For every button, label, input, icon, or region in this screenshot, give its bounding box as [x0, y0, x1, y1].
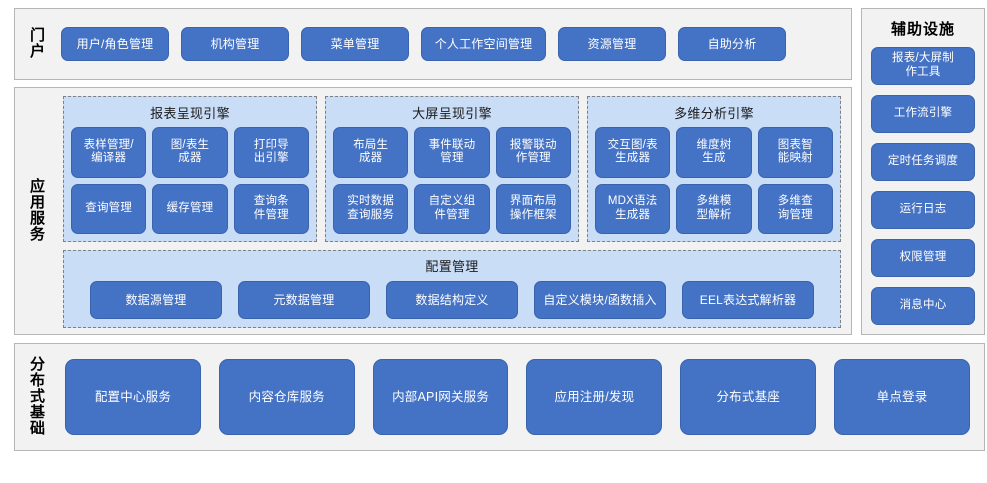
distributed-item-distributed-base[interactable]: 分布式基座	[680, 359, 817, 435]
config-item-custom-module-function-insertion[interactable]: 自定义模块/函数插入	[534, 281, 666, 319]
engine-item-query-condition-management[interactable]: 查询条 件管理	[233, 183, 309, 234]
application-service-band-label-text: 应用服务	[29, 178, 46, 243]
engine-item-dimension-tree-generation[interactable]: 维度树 生成	[676, 127, 752, 178]
aux-item-report-bigscreen-authoring-tool[interactable]: 报表/大屏制 作工具	[871, 47, 975, 85]
aux-item-scheduled-task-scheduling[interactable]: 定时任务调度	[871, 143, 975, 181]
application-service-band-label: 应用服务	[15, 88, 61, 334]
left-column: 门户 用户/角色管理 机构管理 菜单管理 个人工作空间管理 资源管理 自助分析 …	[14, 8, 852, 335]
engine-panel-bigscreen-rendering: 大屏呈现引擎 布局生 成器 事件联动 管理 报警联动 作管理 实时数据 查询服务…	[325, 96, 579, 242]
portal-button-org-management[interactable]: 机构管理	[181, 27, 289, 61]
engine-grid-multidimensional-analysis: 交互图/表 生成器 维度树 生成 图表智 能映射 MDX语法 生成器 多维模 型…	[595, 127, 833, 234]
distributed-item-single-sign-on[interactable]: 单点登录	[834, 359, 970, 435]
distributed-item-config-center-service[interactable]: 配置中心服务	[65, 359, 201, 435]
engine-item-print-export-engine[interactable]: 打印导 出引擎	[233, 127, 309, 178]
engine-item-query-management[interactable]: 查询管理	[71, 183, 147, 234]
engine-title-multidimensional-analysis: 多维分析引擎	[674, 106, 754, 121]
config-item-datasource-management[interactable]: 数据源管理	[90, 281, 222, 319]
engine-item-event-linkage-management[interactable]: 事件联动 管理	[414, 127, 490, 178]
config-item-data-structure-definition[interactable]: 数据结构定义	[386, 281, 518, 319]
portal-button-personal-workspace-management[interactable]: 个人工作空间管理	[421, 27, 546, 61]
auxiliary-facilities-panel: 辅助设施 报表/大屏制 作工具 工作流引擎 定时任务调度 运行日志 权限管理 消…	[861, 8, 985, 335]
engine-item-ui-layout-operation-framework[interactable]: 界面布局 操作框架	[495, 183, 571, 234]
engine-item-interactive-chart-table-generator[interactable]: 交互图/表 生成器	[595, 127, 671, 178]
application-service-body: 报表呈现引擎 表样管理/ 编译器 图/表生 成器 打印导 出引擎 查询管理 缓存…	[61, 88, 851, 334]
portal-band-label-text: 门户	[29, 27, 46, 60]
engine-grid-report-rendering: 表样管理/ 编译器 图/表生 成器 打印导 出引擎 查询管理 缓存管理 查询条 …	[71, 127, 309, 234]
engine-item-alarm-linkage-action-management[interactable]: 报警联动 作管理	[495, 127, 571, 178]
engine-panel-report-rendering: 报表呈现引擎 表样管理/ 编译器 图/表生 成器 打印导 出引擎 查询管理 缓存…	[63, 96, 317, 242]
auxiliary-facilities-title: 辅助设施	[890, 21, 955, 38]
portal-button-self-service-analysis[interactable]: 自助分析	[678, 27, 786, 61]
portal-button-user-role-management[interactable]: 用户/角色管理	[61, 27, 169, 61]
distributed-item-app-registration-discovery[interactable]: 应用注册/发现	[526, 359, 663, 435]
distributed-foundation-band-label-text: 分布式基础	[29, 356, 46, 437]
portal-section: 门户 用户/角色管理 机构管理 菜单管理 个人工作空间管理 资源管理 自助分析	[14, 8, 852, 80]
config-management-items: 数据源管理 元数据管理 数据结构定义 自定义模块/函数插入 EEL表达式解析器	[72, 281, 832, 319]
engine-item-template-management-compiler[interactable]: 表样管理/ 编译器	[71, 127, 147, 178]
aux-item-permission-management[interactable]: 权限管理	[871, 239, 975, 277]
engine-panel-multidimensional-analysis: 多维分析引擎 交互图/表 生成器 维度树 生成 图表智 能映射 MDX语法 生成…	[587, 96, 841, 242]
config-item-eel-expression-parser[interactable]: EEL表达式解析器	[682, 281, 814, 319]
engine-grid-bigscreen-rendering: 布局生 成器 事件联动 管理 报警联动 作管理 实时数据 查询服务 自定义组 件…	[333, 127, 571, 234]
distributed-foundation-band-label: 分布式基础	[15, 344, 61, 450]
distributed-item-content-repository-service[interactable]: 内容仓库服务	[218, 359, 355, 435]
config-management-panel: 配置管理 数据源管理 元数据管理 数据结构定义 自定义模块/函数插入 EEL表达…	[63, 250, 841, 328]
aux-item-runtime-log[interactable]: 运行日志	[871, 191, 975, 229]
distributed-item-internal-api-gateway-service[interactable]: 内部API网关服务	[372, 359, 509, 435]
engine-item-mdx-syntax-generator[interactable]: MDX语法 生成器	[595, 183, 671, 234]
engine-item-multidimensional-query-management[interactable]: 多维查 询管理	[757, 183, 833, 234]
engine-item-layout-generator[interactable]: 布局生 成器	[333, 127, 409, 178]
aux-item-workflow-engine[interactable]: 工作流引擎	[871, 95, 975, 133]
config-item-metadata-management[interactable]: 元数据管理	[238, 281, 370, 319]
portal-button-menu-management[interactable]: 菜单管理	[301, 27, 409, 61]
engine-item-chart-table-generator[interactable]: 图/表生 成器	[152, 127, 228, 178]
engine-item-chart-intelligent-mapping[interactable]: 图表智 能映射	[757, 127, 833, 178]
application-service-section: 应用服务 报表呈现引擎 表样管理/ 编译器 图/表生 成器 打印导 出引擎 查询…	[14, 87, 852, 335]
distributed-foundation-items: 配置中心服务 内容仓库服务 内部API网关服务 应用注册/发现 分布式基座 单点…	[61, 344, 984, 450]
engine-item-custom-component-management[interactable]: 自定义组 件管理	[414, 183, 490, 234]
portal-button-resource-management[interactable]: 资源管理	[558, 27, 666, 61]
engine-item-cache-management[interactable]: 缓存管理	[152, 183, 228, 234]
engine-item-realtime-data-query-service[interactable]: 实时数据 查询服务	[333, 183, 409, 234]
engine-title-bigscreen-rendering: 大屏呈现引擎	[412, 106, 492, 121]
engine-title-report-rendering: 报表呈现引擎	[150, 106, 230, 121]
upper-region: 门户 用户/角色管理 机构管理 菜单管理 个人工作空间管理 资源管理 自助分析 …	[14, 8, 985, 335]
config-management-title: 配置管理	[425, 259, 479, 274]
portal-items: 用户/角色管理 机构管理 菜单管理 个人工作空间管理 资源管理 自助分析	[61, 9, 851, 79]
auxiliary-facilities-list: 报表/大屏制 作工具 工作流引擎 定时任务调度 运行日志 权限管理 消息中心	[871, 47, 975, 325]
engines-row: 报表呈现引擎 表样管理/ 编译器 图/表生 成器 打印导 出引擎 查询管理 缓存…	[63, 96, 841, 242]
aux-item-message-center[interactable]: 消息中心	[871, 287, 975, 325]
engine-item-multidimensional-model-parsing[interactable]: 多维模 型解析	[676, 183, 752, 234]
portal-band-label: 门户	[15, 9, 61, 79]
distributed-foundation-section: 分布式基础 配置中心服务 内容仓库服务 内部API网关服务 应用注册/发现 分布…	[14, 343, 985, 451]
